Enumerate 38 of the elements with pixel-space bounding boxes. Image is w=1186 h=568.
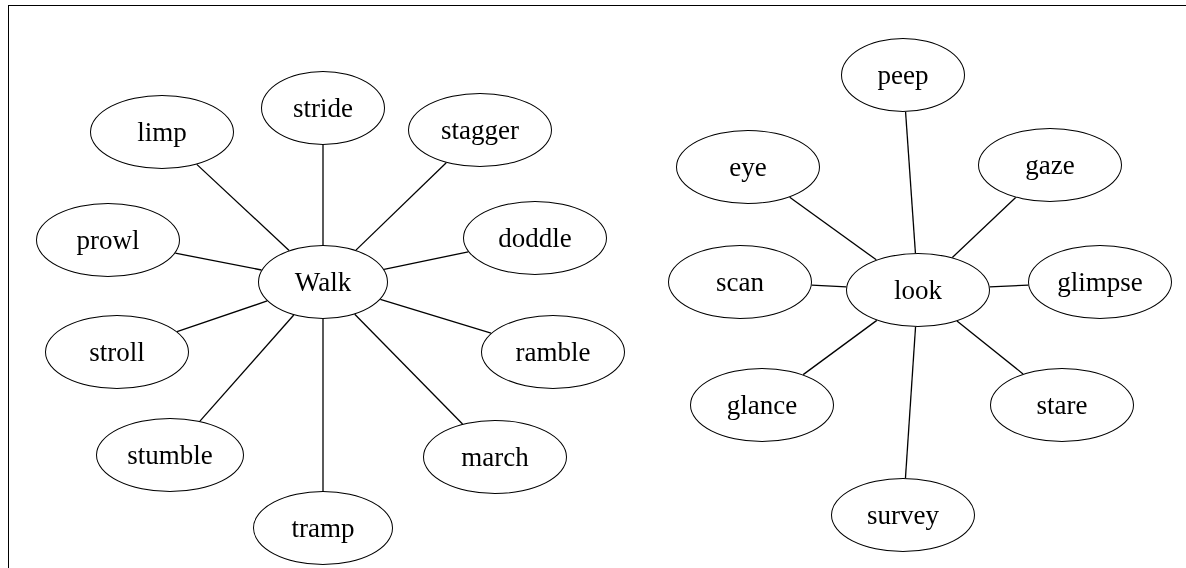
connector-line [379,298,492,334]
word-label: survey [867,499,939,531]
word-label: eye [729,151,767,183]
word-label: peep [877,59,929,91]
connector-line [802,319,878,376]
word-label: look [894,274,942,306]
word-label: ramble [515,336,591,368]
connector-line [355,162,447,251]
connector-line [789,196,877,261]
word-label: march [461,441,529,473]
word-label: doddle [498,222,572,254]
connector-line [199,314,295,422]
connector-line [951,196,1017,259]
connector-line [174,252,263,271]
word-label: glimpse [1057,266,1143,298]
connector-line [904,326,917,479]
connector-line [904,111,917,254]
connector-line [956,320,1024,375]
connector-line [989,284,1029,288]
word-label: stare [1036,389,1088,421]
connector-line [322,318,324,492]
word-label: stroll [89,336,145,368]
connector-line [354,313,464,425]
word-label: stumble [127,439,213,471]
connector-line [811,284,847,288]
word-label: limp [137,116,187,148]
word-label: stride [293,92,353,124]
connector-line [176,300,268,333]
word-label: gaze [1025,149,1075,181]
connector-line [383,251,469,270]
word-label: stagger [441,114,519,146]
word-label: tramp [291,512,355,544]
word-label: prowl [76,224,140,256]
word-label: scan [716,266,764,298]
word-label: Walk [294,266,352,298]
connector-line [322,144,324,246]
word-label: glance [726,389,798,421]
connector-line [196,163,290,252]
